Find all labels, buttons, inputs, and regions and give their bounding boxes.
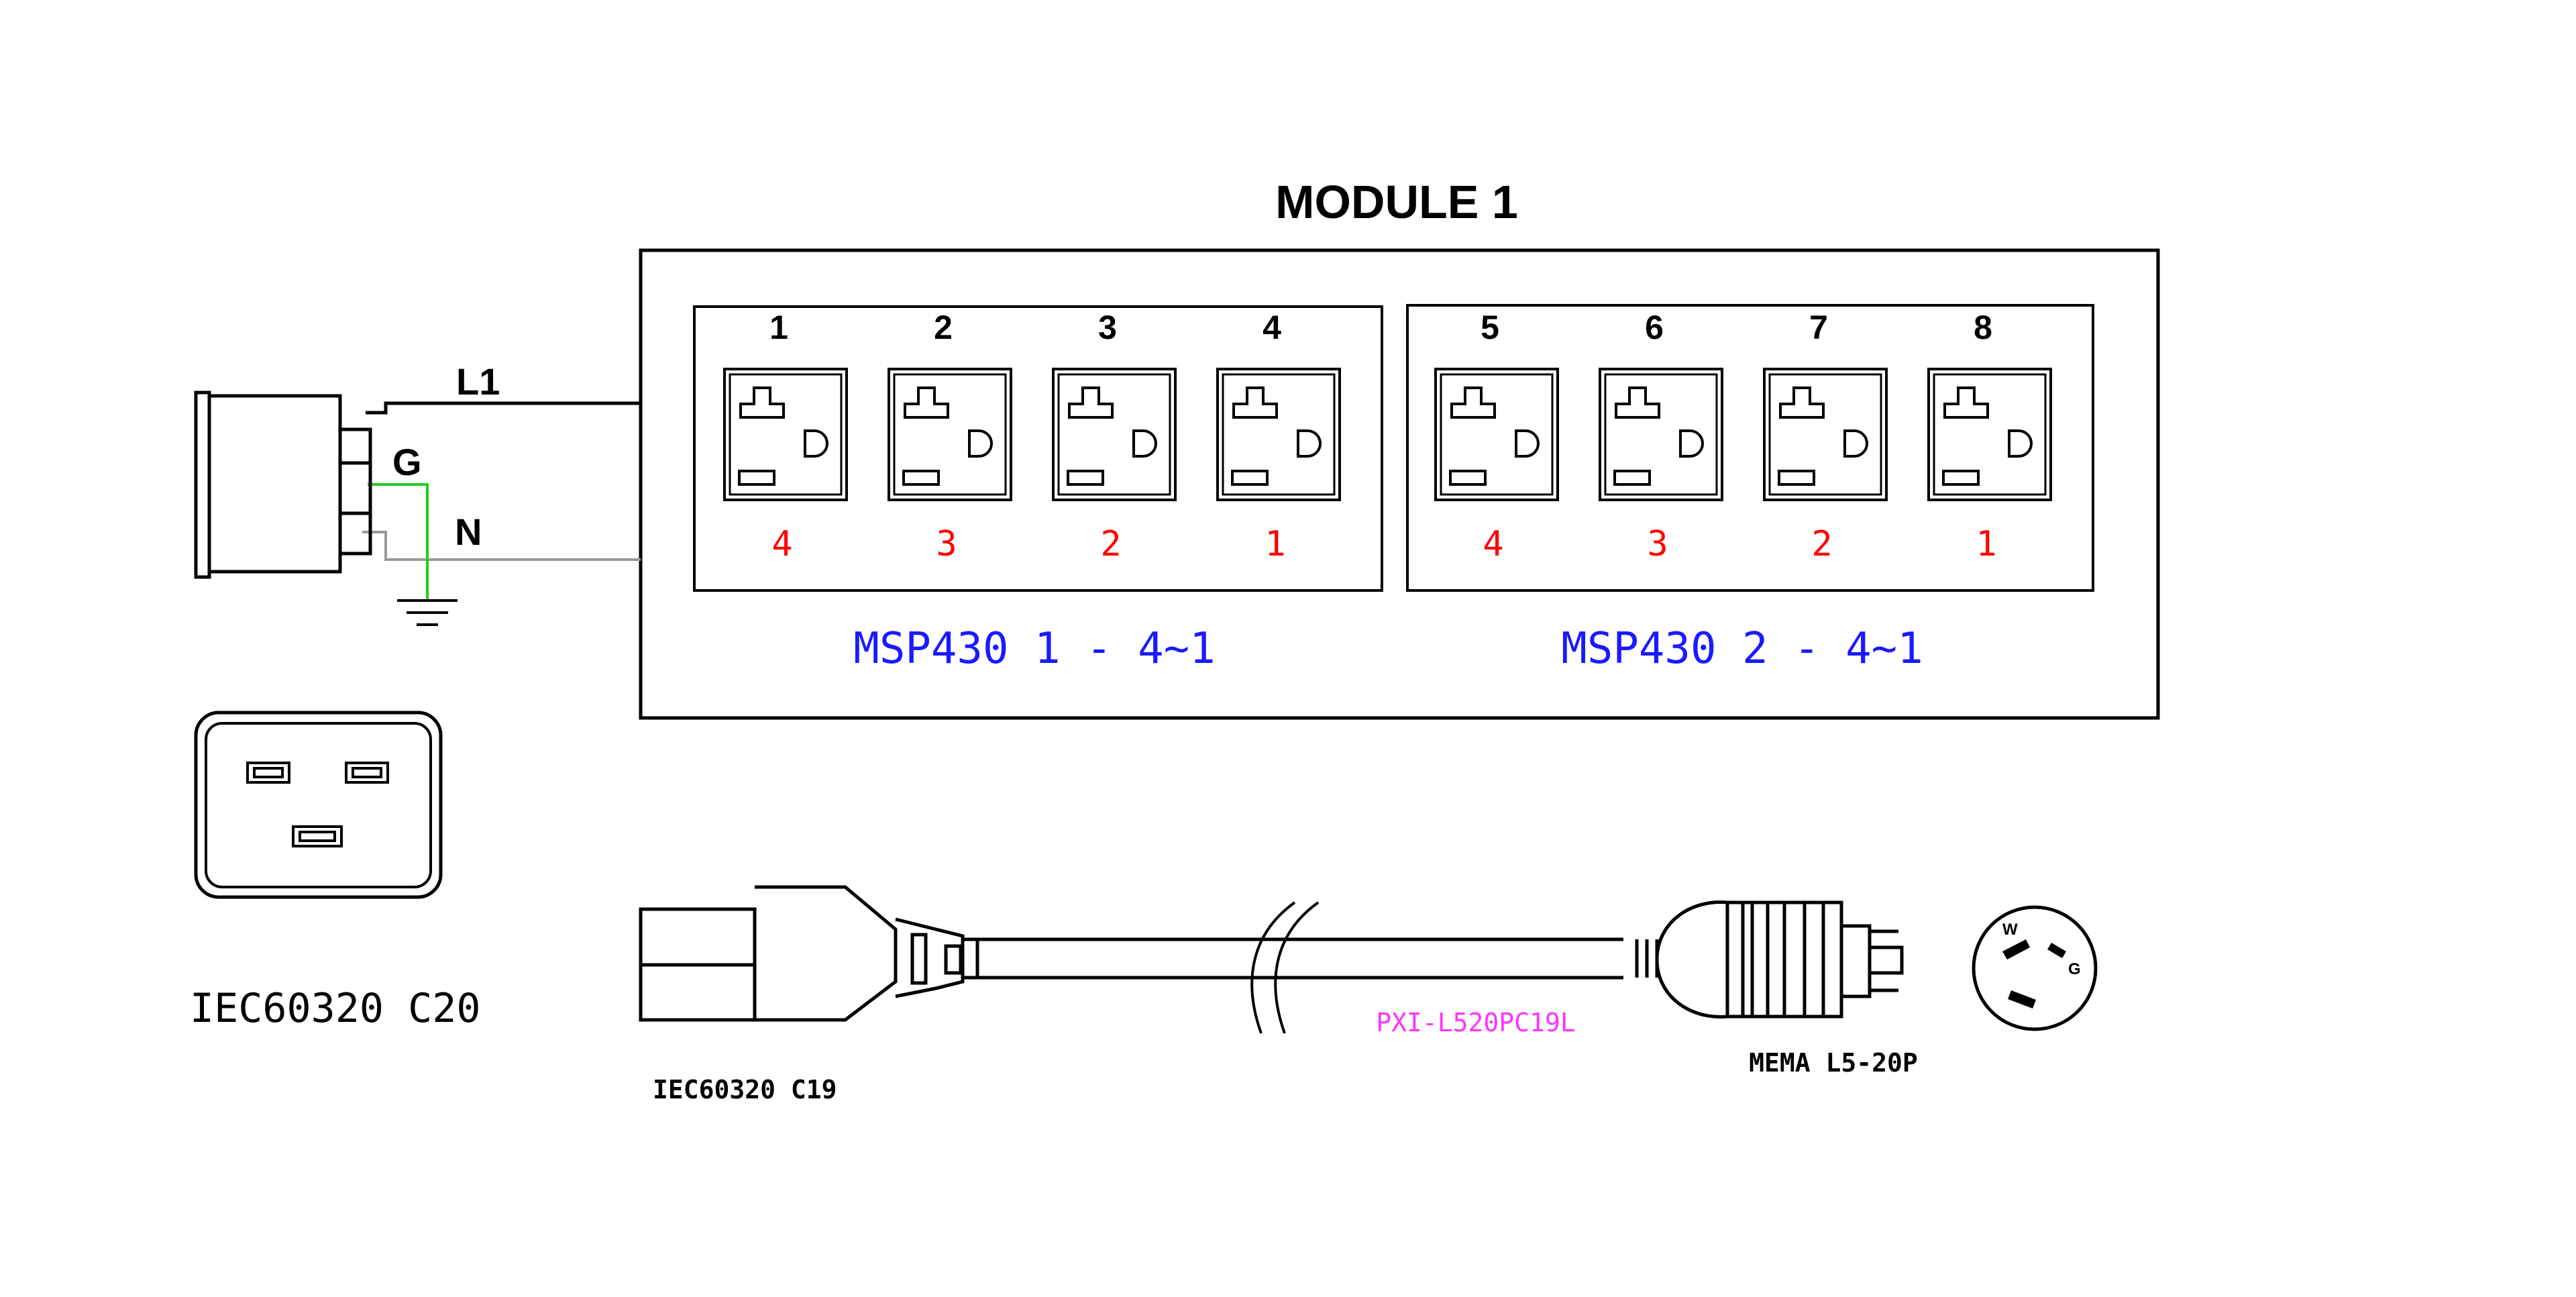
t-slot-icon	[1779, 386, 1825, 419]
outlet-frame	[1763, 368, 1888, 501]
outlet-channel-number: 2	[1100, 524, 1121, 564]
neutral-wire	[362, 531, 641, 561]
t-slot-icon	[739, 386, 785, 419]
group-1-label: MSP430 1 - 4~1	[853, 624, 1215, 674]
module-title: MODULE 1	[1275, 176, 1518, 228]
outlet-number: 3	[1098, 309, 1117, 346]
outlet-group-1-frame	[693, 305, 1383, 592]
hot-slot-icon	[1231, 470, 1269, 486]
plug-face-g-label: G	[2068, 960, 2081, 978]
outlet-frame-inner	[1933, 373, 2047, 496]
outlet-frame-inner	[1057, 373, 1171, 496]
plug-face-w-label: W	[2002, 921, 2018, 939]
outlet-frame-inner	[1768, 373, 1882, 496]
outlet-frame	[1927, 368, 2052, 501]
outlet-channel-number: 1	[1976, 524, 1996, 564]
hot-slot-icon	[1449, 470, 1487, 486]
outlet-group-2-frame	[1406, 304, 2094, 592]
hot-slot-icon	[738, 470, 775, 486]
inlet-label: IEC60320 C20	[190, 985, 480, 1032]
outlet-frame-inner	[729, 373, 843, 496]
ground-hole-icon	[968, 429, 993, 458]
hot-slot-icon	[1067, 470, 1104, 486]
outlet-frame-inner	[1604, 373, 1718, 496]
neutral-wire-label: N	[455, 511, 482, 553]
outlet-receptacle: 63	[1599, 309, 1723, 564]
outlet-frame-inner	[1440, 373, 1554, 496]
outlet-number: 5	[1481, 309, 1499, 346]
outlet-frame	[723, 368, 848, 501]
hot-slot-icon	[1613, 470, 1651, 486]
t-slot-icon	[1232, 386, 1278, 419]
outlet-frame-inner	[1222, 373, 1336, 496]
t-slot-icon	[904, 386, 949, 419]
outlet-receptacle: 72	[1763, 309, 1888, 564]
outlet-channel-number: 1	[1265, 524, 1285, 564]
t-slot-icon	[1450, 386, 1496, 419]
outlet-receptacle: 81	[1927, 309, 2052, 564]
ground-symbol-icon	[397, 599, 458, 626]
group-2-label: MSP430 2 - 4~1	[1561, 624, 1923, 674]
outlet-receptacle: 41	[1216, 309, 1341, 564]
ground-wire-label: G	[392, 441, 422, 483]
ground-hole-icon	[1843, 429, 1868, 458]
hot-slot-icon	[902, 470, 940, 486]
outlet-receptacle: 32	[1052, 309, 1177, 564]
l5-20p-plug-face-icon: W G	[1972, 905, 2098, 1031]
ground-hole-icon	[1132, 429, 1157, 458]
outlet-number: 8	[1974, 309, 1992, 346]
ground-hole-icon	[804, 429, 828, 458]
outlet-receptacle: 23	[888, 309, 1012, 564]
l5-20p-plug-icon	[1635, 900, 1904, 1019]
outlet-frame-inner	[893, 373, 1007, 496]
t-slot-icon	[1943, 386, 1989, 419]
module-enclosure	[639, 248, 2160, 720]
outlet-frame	[1052, 368, 1177, 501]
outlet-frame	[1434, 368, 1559, 501]
outlet-channel-number: 4	[771, 524, 792, 564]
ground-hole-icon	[2008, 429, 2033, 458]
cable-body	[977, 901, 1623, 1034]
outlet-receptacle: 14	[723, 309, 848, 564]
l1-wire	[366, 401, 641, 415]
outlet-number: 7	[1809, 309, 1828, 346]
outlet-channel-number: 2	[1811, 524, 1832, 564]
outlet-number: 2	[934, 309, 953, 346]
plug-label: MEMA L5-20P	[1749, 1048, 1918, 1078]
ground-hole-icon	[1515, 429, 1540, 458]
l1-wire-label: L1	[456, 360, 500, 403]
outlet-frame	[1216, 368, 1341, 501]
outlet-receptacle: 54	[1434, 309, 1559, 564]
hot-slot-icon	[1778, 470, 1815, 486]
ground-hole-icon	[1297, 429, 1322, 458]
outlet-channel-number: 4	[1483, 524, 1503, 564]
outlet-frame	[888, 368, 1012, 501]
ground-hole-icon	[1679, 429, 1704, 458]
c19-label: IEC60320 C19	[653, 1075, 837, 1104]
outlet-number: 6	[1645, 309, 1664, 346]
outlet-channel-number: 3	[1647, 524, 1668, 564]
outlet-number: 1	[769, 309, 788, 346]
c19-connector-icon	[639, 885, 979, 1022]
t-slot-icon	[1068, 386, 1114, 419]
cable-part-number: PXI-L520PC19L	[1376, 1008, 1575, 1037]
outlet-frame	[1599, 368, 1723, 501]
hot-slot-icon	[1942, 470, 1980, 486]
t-slot-icon	[1615, 386, 1660, 419]
ground-wire	[368, 483, 429, 599]
outlet-number: 4	[1263, 309, 1281, 346]
outlet-channel-number: 3	[936, 524, 957, 564]
c20-inlet-side-icon	[194, 391, 372, 579]
c20-inlet-face-icon	[194, 711, 443, 899]
